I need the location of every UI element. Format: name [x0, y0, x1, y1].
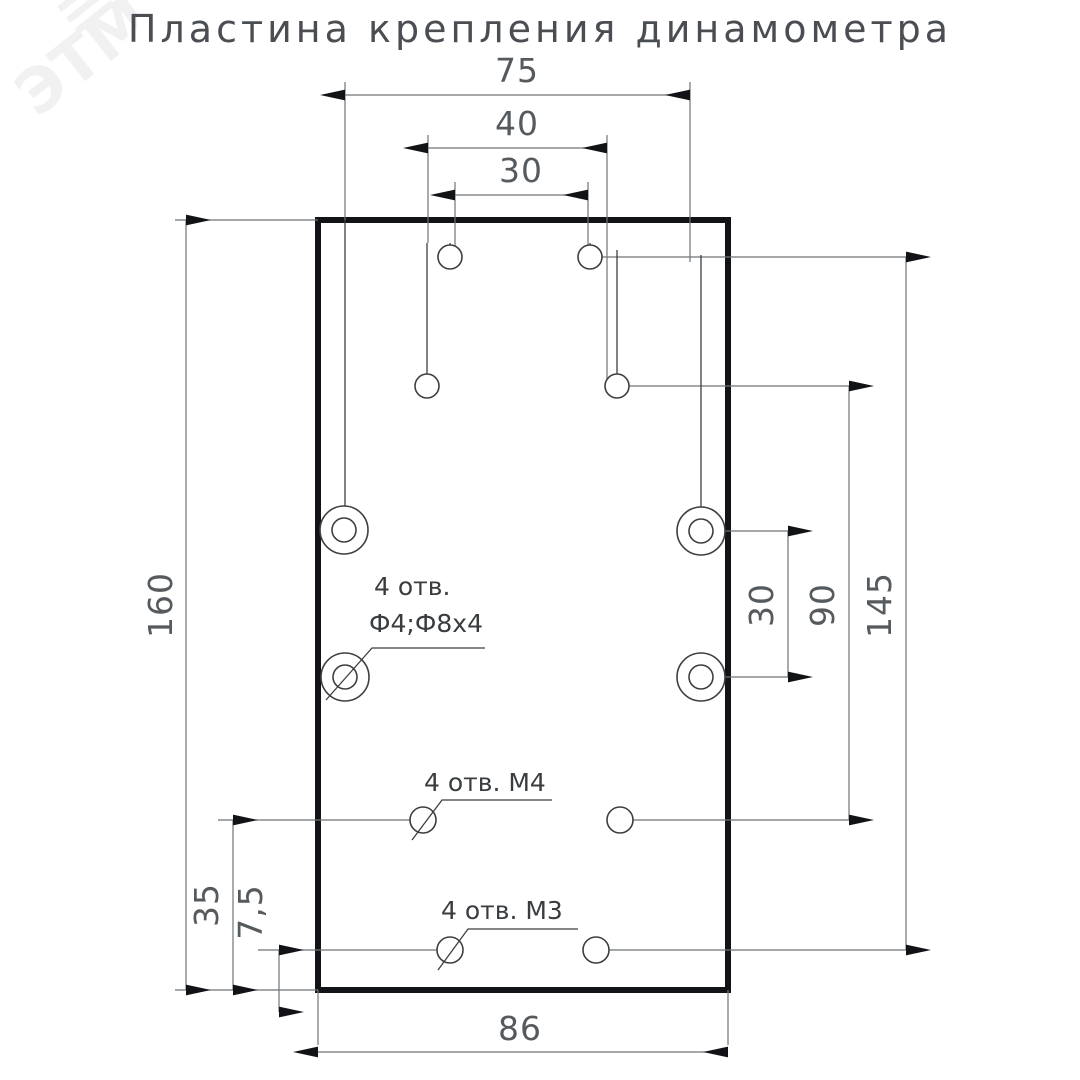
dimension-right-90-label: 90 — [803, 583, 842, 627]
dimension-left-75-small-label: 7,5 — [231, 884, 270, 939]
dimension-left-35-label: 35 — [187, 883, 226, 927]
hole-m4-bottom-right — [606, 806, 634, 834]
dimension-top-40-label: 40 — [495, 104, 539, 143]
hole-counterbore-upper-right — [676, 506, 726, 556]
plate-outline — [315, 217, 731, 993]
note-leader-counterbore: 4 отв. Ф4;Ф8х4 — [325, 572, 485, 701]
dimension-top-30: 30 — [430, 151, 588, 201]
dimension-bottom-86: 86 — [293, 1009, 728, 1058]
hole-m3-bottom-left — [436, 936, 464, 964]
note-counterbore-line2: Ф4;Ф8х4 — [369, 609, 483, 638]
dimension-right-30-label: 30 — [742, 583, 781, 627]
hole-m3-top-right — [577, 244, 603, 270]
dimension-right-145-label: 145 — [860, 572, 899, 638]
dimension-left-160: 160 — [141, 214, 211, 996]
dimension-right-90: 90 — [803, 380, 874, 826]
note-counterbore-line1: 4 отв. — [374, 572, 450, 601]
hole-m4-top-right — [604, 373, 630, 399]
hole-leader-lines — [344, 220, 702, 507]
note-m3-label: 4 отв. М3 — [441, 896, 563, 925]
dimension-bottom-86-label: 86 — [498, 1009, 542, 1048]
dimension-top-75-label: 75 — [495, 51, 539, 90]
dimension-left-35: 35 — [187, 814, 258, 996]
note-leader-m3: 4 отв. М3 — [437, 896, 578, 971]
dimension-left-75-small: 7,5 — [231, 884, 304, 1018]
dimension-top-40: 40 — [403, 104, 607, 154]
dimension-top-75: 75 — [320, 51, 690, 101]
note-leader-m4: 4 отв. М4 — [411, 768, 552, 841]
hole-m3-top-left — [437, 244, 463, 270]
page-title: Пластина крепления динамометра — [128, 7, 952, 51]
hole-m4-bottom-left — [409, 806, 437, 834]
hole-counterbore-upper-left — [319, 505, 369, 555]
note-m4-label: 4 отв. М4 — [424, 768, 546, 797]
hole-m4-top-left — [414, 373, 440, 399]
dimension-top-30-label: 30 — [499, 151, 543, 190]
dimension-right-145: 145 — [860, 251, 931, 956]
hole-m3-bottom-right — [582, 936, 610, 964]
hole-counterbore-lower-right — [676, 652, 726, 702]
dimension-left-160-label: 160 — [141, 572, 180, 638]
dimension-right-30: 30 — [742, 525, 813, 683]
